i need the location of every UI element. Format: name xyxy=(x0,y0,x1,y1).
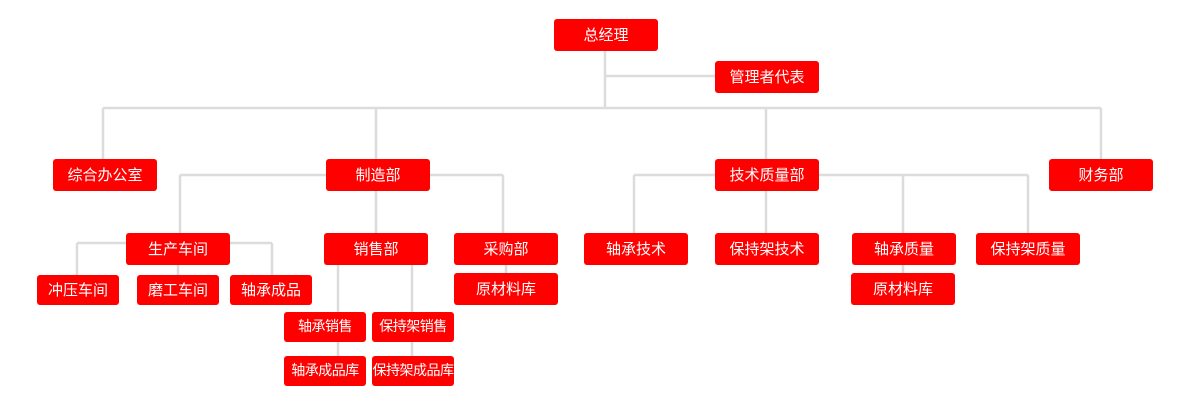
node-tech-quality-dept: 技术质量部 xyxy=(715,159,819,191)
node-bearing-tech: 轴承技术 xyxy=(584,233,688,265)
connector-tech-quality-branch xyxy=(632,173,1030,233)
node-management-representative: 管理者代表 xyxy=(715,61,819,93)
node-production-workshop: 生产车间 xyxy=(126,233,230,265)
node-sales-dept: 销售部 xyxy=(324,233,428,265)
node-cage-quality: 保持架质量 xyxy=(976,233,1080,265)
node-bearing-finished: 轴承成品 xyxy=(230,275,312,305)
node-ceo: 总经理 xyxy=(554,19,658,51)
node-finance-dept: 财务部 xyxy=(1049,159,1153,191)
node-raw-material-store-purchasing: 原材料库 xyxy=(454,273,558,305)
connector-sales-branch xyxy=(336,265,414,356)
node-purchasing-dept: 采购部 xyxy=(454,233,558,265)
node-bearing-sales: 轴承销售 xyxy=(284,312,366,342)
node-stamping-workshop: 冲压车间 xyxy=(37,275,119,305)
node-grinding-workshop: 磨工车间 xyxy=(137,275,219,305)
node-cage-sales: 保持架销售 xyxy=(372,312,454,342)
node-general-office: 综合办公室 xyxy=(53,159,157,191)
node-bearing-quality: 轴承质量 xyxy=(852,233,956,265)
node-bearing-finished-store: 轴承成品库 xyxy=(284,356,366,386)
node-manufacturing-dept: 制造部 xyxy=(326,159,430,191)
node-cage-finished-store: 保持架成品库 xyxy=(372,356,454,386)
node-cage-tech: 保持架技术 xyxy=(715,233,819,265)
node-raw-material-store-quality: 原材料库 xyxy=(851,273,955,305)
connector-ceo-to-level1 xyxy=(101,51,1103,159)
